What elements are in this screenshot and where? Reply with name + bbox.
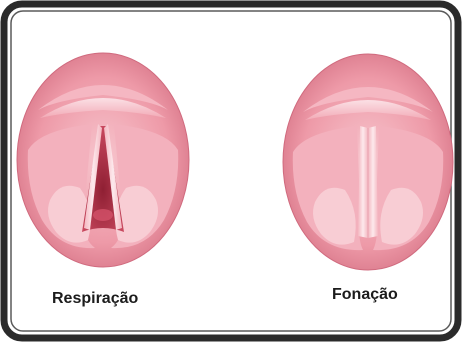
caption-respiration: Respiração — [52, 290, 139, 307]
larynx-respiration-illustration — [16, 52, 190, 268]
caption-phonation: Fonação — [332, 286, 398, 303]
larynx-phonation-illustration — [282, 53, 454, 271]
